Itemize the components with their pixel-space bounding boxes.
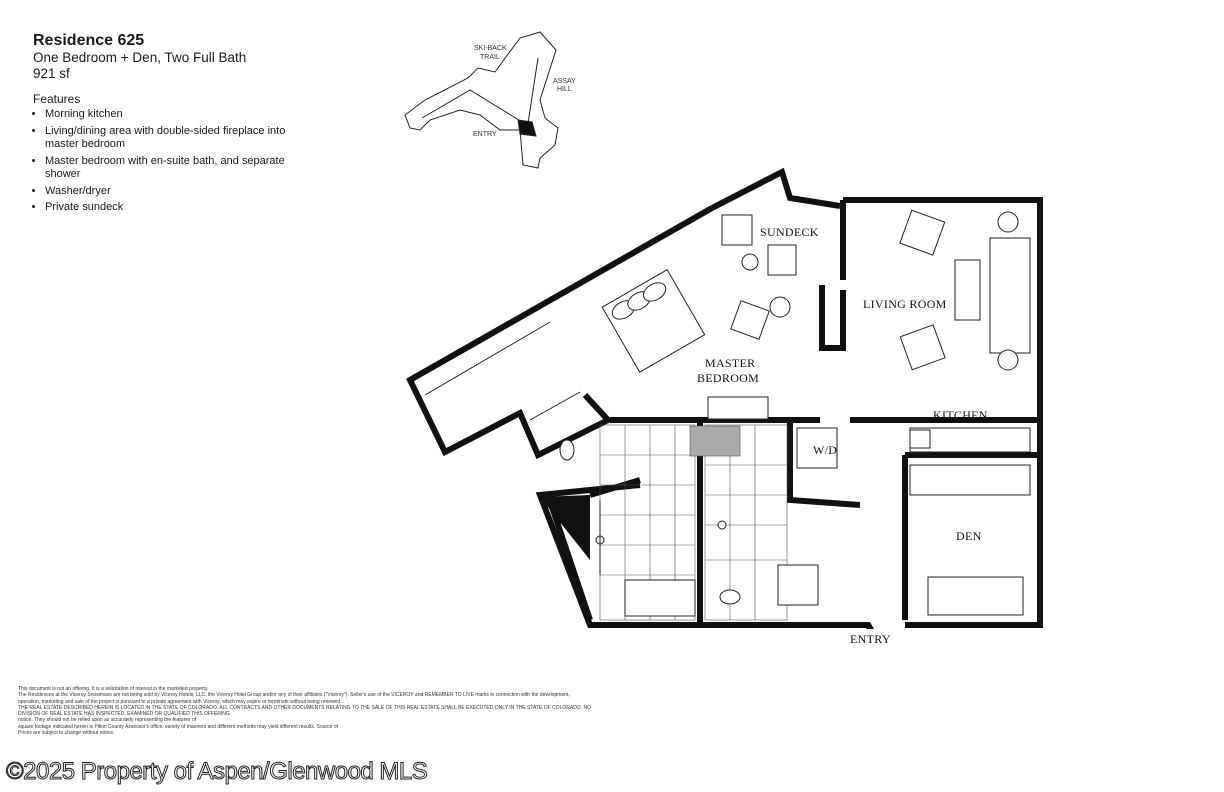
residence-area: 921 sf	[33, 66, 70, 81]
feature-item: Washer/dryer	[45, 185, 295, 199]
residence-title: Residence 625	[33, 32, 145, 49]
entry-arrow-icon	[866, 622, 874, 629]
key-label: TRAIL	[480, 54, 500, 61]
disclaimer-line: THE REAL ESTATE DESCRIBED HEREIN IS LOCA…	[18, 704, 591, 711]
residence-subtitle: One Bedroom + Den, Two Full Bath	[33, 50, 247, 65]
disclaimer-line: This document is not an offering. It is …	[18, 686, 209, 692]
header: Residence 625 One Bedroom + Den, Two Ful…	[33, 32, 295, 218]
watermark: ©2025 Property of Aspen/Glenwood MLS	[5, 758, 428, 786]
feature-item: Private sundeck	[45, 201, 295, 215]
features-heading: Features	[33, 92, 81, 106]
feature-item: Master bedroom with en-suite bath, and s…	[45, 155, 295, 182]
room-label-den: DEN	[956, 529, 982, 543]
furniture	[559, 209, 1031, 617]
feature-item: Living/dining area with double-sided fir…	[45, 125, 295, 152]
room-label-living-room: LIVING ROOM	[863, 297, 947, 311]
feature-item: Morning kitchen	[45, 108, 295, 122]
bath-tile	[599, 424, 788, 621]
room-label-entry: ENTRY	[850, 632, 891, 646]
disclaimer-line: operation, marketing and sale of the pro…	[18, 698, 342, 705]
disclaimer-line: square footage indicated herein is Pitki…	[18, 723, 339, 730]
disclaimer-line: notice. They should not be relied upon a…	[18, 717, 197, 724]
key-label: HILL	[557, 86, 572, 93]
disclaimer: This document is not an offering. It is …	[18, 686, 618, 736]
key-label: SKI-BACK	[474, 45, 507, 52]
disclaimer-line: The Residences at the Viceroy Snowmass a…	[18, 692, 570, 699]
key-label: ASSAY	[553, 78, 576, 85]
walls	[406, 167, 1043, 628]
wing-closets	[424, 321, 581, 421]
room-label-sundeck: SUNDECK	[760, 225, 819, 239]
room-label-wd: W/D	[813, 443, 837, 457]
key-label: ENTRY	[473, 131, 497, 138]
disclaimer-line: Prices are subject to change without not…	[18, 730, 115, 737]
disclaimer-line: DIVISION OF REAL ESTATE HAS INSPECTED, E…	[18, 711, 232, 718]
wall-fill	[540, 495, 590, 560]
room-label-master: MASTER	[705, 356, 755, 370]
key-plan: SKI-BACK TRAIL ASSAY HILL ENTRY	[404, 31, 576, 169]
room-label-kitchen: KITCHEN	[933, 408, 988, 422]
room-label-bedroom: BEDROOM	[697, 371, 759, 385]
features-list: Morning kitchen Living/dining area with …	[33, 108, 295, 215]
